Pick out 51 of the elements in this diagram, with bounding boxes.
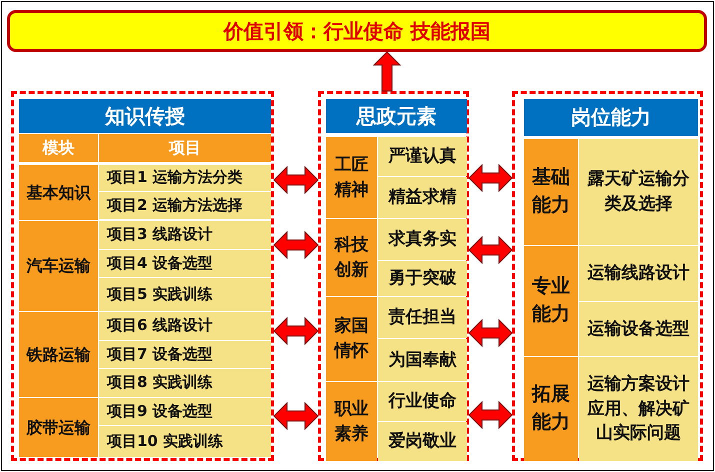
item-cell: 爱岗敬业 <box>378 422 467 461</box>
item-cell: 行业使命 <box>378 382 467 421</box>
item-cell: 项目5 实践训练 <box>99 278 271 311</box>
category-cell: 基本知识 <box>19 165 98 220</box>
item-cell: 项目8 实践训练 <box>99 369 271 397</box>
double-arrow <box>273 316 319 346</box>
double-arrow <box>468 318 513 348</box>
category-cell: 工匠精神 <box>326 137 377 218</box>
category-cell: 职业素养 <box>326 382 377 461</box>
dashed-frame <box>512 91 703 461</box>
category-cell: 拓展能力 <box>524 357 578 461</box>
header-bar: 知识传授 <box>19 99 271 133</box>
category-cell: 基础能力 <box>524 139 578 245</box>
item-cell: 责任担当 <box>378 297 467 338</box>
category-cell: 铁路运输 <box>19 312 98 397</box>
item-cell: 项目7 设备选型 <box>99 341 271 368</box>
item-cell: 项目3 线路设计 <box>99 221 271 249</box>
item-cell: 项目2 运输方法选择 <box>99 192 271 219</box>
header-bar: 思政元素 <box>326 99 467 133</box>
dashed-frame <box>11 91 274 461</box>
column-header-cell: 模块 <box>19 134 98 162</box>
item-cell: 露天矿运输分类及选择 <box>579 139 698 245</box>
category-cell: 汽车运输 <box>19 221 98 311</box>
category-cell: 专业能力 <box>524 246 578 356</box>
item-cell: 项目10 实践训练 <box>99 426 271 457</box>
double-arrow <box>468 164 513 192</box>
item-cell: 运输方案设计应用、解决矿山实际问题 <box>579 357 698 461</box>
category-cell: 科技创新 <box>326 219 377 296</box>
item-cell: 为国奉献 <box>378 339 467 381</box>
double-arrow <box>273 166 319 194</box>
double-arrow <box>468 236 513 264</box>
item-cell: 运输线路设计 <box>579 246 698 301</box>
arrow <box>372 51 402 92</box>
header-bar: 岗位能力 <box>524 99 698 136</box>
item-cell: 精益求精 <box>378 177 467 218</box>
item-cell: 运输设备选型 <box>579 302 698 356</box>
item-cell: 勇于突破 <box>378 261 467 296</box>
dashed-frame <box>318 91 469 461</box>
double-arrow <box>273 402 319 430</box>
double-arrow <box>468 400 513 430</box>
item-cell: 严谨认真 <box>378 137 467 176</box>
double-arrow <box>273 230 319 260</box>
category-cell: 家国情怀 <box>326 297 377 381</box>
category-cell: 胶带运输 <box>19 398 98 457</box>
item-cell: 项目4 设备选型 <box>99 250 271 277</box>
item-cell: 项目9 设备选型 <box>99 398 271 425</box>
banner-box: 价值引领：行业使命 技能报国 <box>7 10 707 52</box>
item-cell: 项目1 运输方法分类 <box>99 165 271 191</box>
item-cell: 项目6 线路设计 <box>99 312 271 340</box>
item-cell: 求真务实 <box>378 219 467 260</box>
column-header-cell: 项目 <box>99 134 271 162</box>
